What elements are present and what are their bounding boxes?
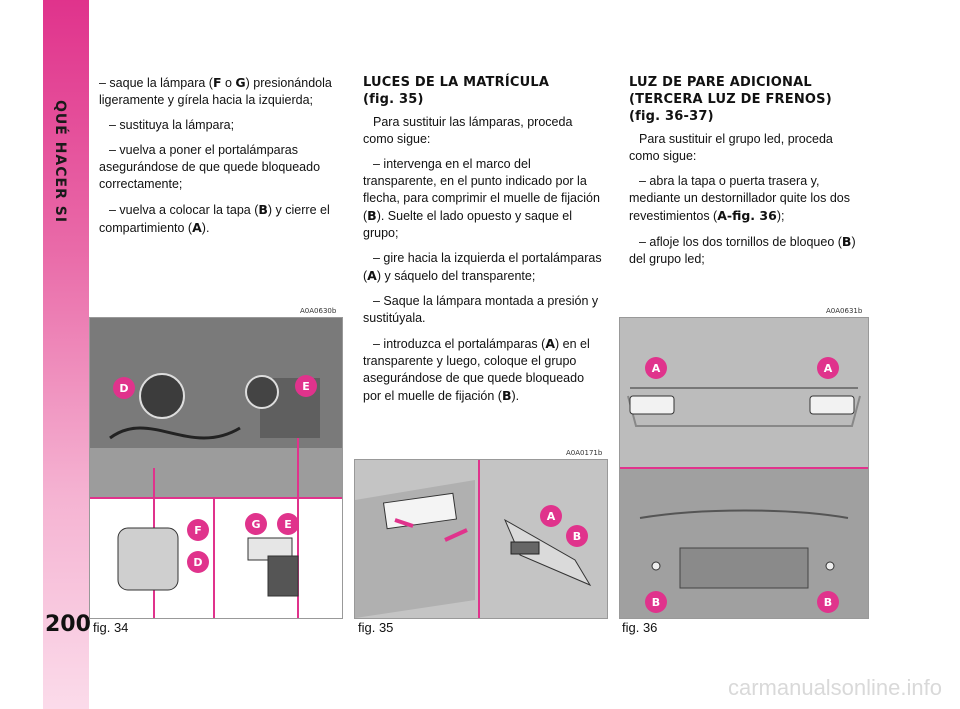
svg-text:B: B: [573, 530, 581, 543]
section-title-vertical: QUÉ HACER SI: [52, 100, 68, 224]
section-heading: LUZ DE PARE ADICIONAL (TERCERA LUZ DE FR…: [629, 75, 832, 124]
callout-a: A: [645, 357, 667, 379]
svg-text:B: B: [824, 596, 832, 609]
figure-34-photo: D E F G E D: [89, 317, 343, 619]
callout-b: B: [566, 525, 588, 547]
svg-text:E: E: [284, 518, 292, 531]
side-color-band: [43, 0, 89, 709]
figure-caption: fig. 36: [622, 620, 658, 635]
callout-f: F: [187, 519, 209, 541]
callout-b: B: [645, 591, 667, 613]
paragraph: – Saque la lámpara montada a presión y s…: [363, 294, 599, 325]
paragraph: – intervenga en el marco del transparent…: [363, 157, 600, 240]
callout-d: D: [113, 377, 135, 399]
callout-b: B: [817, 591, 839, 613]
figure-code: A0A0630b: [300, 307, 337, 315]
figure-caption: fig. 34: [93, 620, 129, 635]
svg-text:A: A: [652, 362, 661, 375]
callout-a: A: [817, 357, 839, 379]
paragraph: – afloje los dos tornillos de bloqueo (B…: [629, 234, 856, 266]
svg-text:A: A: [547, 510, 556, 523]
svg-text:A: A: [824, 362, 833, 375]
paragraph: Para sustituir las lámparas, proceda com…: [363, 115, 573, 146]
text-column-1: – saque la lámpara (F o G) presionándola…: [99, 74, 339, 245]
svg-text:E: E: [302, 380, 310, 393]
paragraph: – vuelva a poner el portalámparas asegur…: [99, 143, 321, 191]
paragraph: – abra la tapa o puerta trasera y, media…: [629, 174, 850, 223]
callout-e: E: [277, 513, 299, 535]
paragraph: – vuelva a colocar la tapa (B) y cierre …: [99, 202, 330, 235]
callout-g: G: [245, 513, 267, 535]
paragraph: – saque la lámpara (F o G) presionándola…: [99, 75, 332, 107]
paragraph: Para sustituir el grupo led, proceda com…: [629, 132, 833, 163]
svg-text:F: F: [194, 524, 202, 537]
watermark: carmanualsonline.info: [727, 675, 942, 700]
svg-text:B: B: [652, 596, 660, 609]
svg-text:D: D: [119, 382, 128, 395]
paragraph: – introduzca el portalámparas (A) en el …: [363, 336, 590, 403]
text-column-2: LUCES DE LA MATRÍCULA (fig. 35) Para sus…: [363, 74, 603, 413]
figure-code: A0A0631b: [826, 307, 863, 315]
figure-code: A0A0171b: [566, 449, 603, 457]
svg-text:D: D: [193, 556, 202, 569]
svg-text:G: G: [251, 518, 260, 531]
figure-36-photo: A A B B: [619, 317, 869, 619]
text-column-3: LUZ DE PARE ADICIONAL (TERCERA LUZ DE FR…: [629, 74, 865, 276]
figure-35-illustration: A B: [354, 459, 608, 619]
paragraph: – gire hacia la izquierda el portalámpar…: [363, 251, 602, 283]
figure-caption: fig. 35: [358, 620, 394, 635]
page-number: 200: [45, 612, 91, 637]
section-heading: LUCES DE LA MATRÍCULA (fig. 35): [363, 75, 550, 107]
callout-a: A: [540, 505, 562, 527]
callout-d: D: [187, 551, 209, 573]
callout-e: E: [295, 375, 317, 397]
paragraph: – sustituya la lámpara;: [109, 118, 235, 132]
